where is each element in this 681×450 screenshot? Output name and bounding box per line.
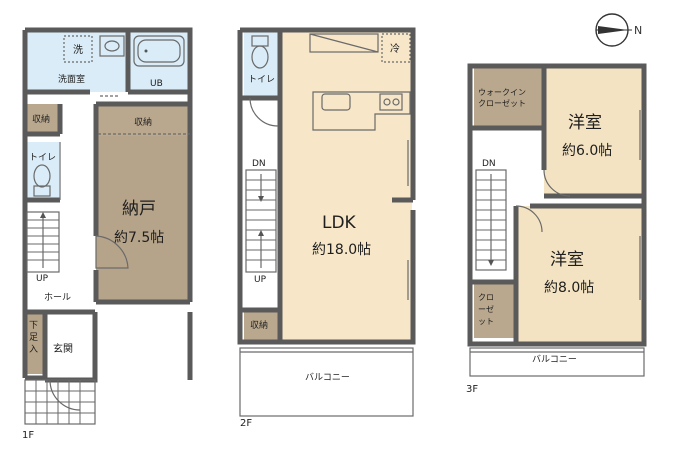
walk-in-closet-area [474,66,544,128]
storage-2f-label: 収納 [250,319,268,331]
toilet-1f-label: トイレ [29,153,56,163]
outer-wall-3f [467,63,647,347]
stairs-dn-label: DN [252,159,266,169]
floor-3: ウォークイン クローゼット 洋室 約6.0帖 DN 洋室 約8.0帖 クロ ーゼ… [466,63,647,395]
shoebox-label-3: 入 [29,344,38,355]
bathtub-icon [133,35,185,67]
shoebox-label-1: 下 [29,321,38,331]
room1-label: 洋室 [568,113,602,133]
stairs-up-label: UP [254,275,267,285]
floor-1-label: 1F [22,430,34,441]
unit-bath-label: UB [150,79,163,89]
balcony-2f [239,347,414,417]
storage-top-area [96,106,192,136]
hall-label: ホール [44,292,71,303]
cupboard [309,33,379,53]
sink-icon [99,35,125,57]
room1-area [544,66,642,196]
outer-wall-2f [237,27,416,345]
entrance-floor-hatch [24,379,96,425]
ldk-area-label: 約18.0帖 [312,242,371,258]
toilet-1f-area [25,142,59,200]
toilet-2f-label: トイレ [248,75,275,85]
closet-label-2: ーゼ [478,304,494,314]
balcony-3f-label: バルコニー [532,354,577,365]
fridge-space [381,33,411,63]
nando-door-swing [95,235,129,269]
stairs-1f-icon [26,211,60,273]
washer-space [63,35,93,63]
room1-area-label: 約6.0帖 [562,143,612,159]
compass-icon: N [595,13,642,47]
room2-area [516,206,642,344]
storage-small-label: 収納 [32,113,50,125]
ldk-label: LDK [322,213,357,233]
room2-area-label: 約8.0帖 [544,280,594,296]
wash-mark: 洗 [73,44,83,56]
fridge-label: 冷 [390,42,400,55]
stairs-up-label: UP [36,274,49,284]
walk-in-label-1: ウォークイン [478,88,526,97]
floor-2: 冷 トイレ DN UP LDK 約18.0帖 収納 バルコニー 2F [237,27,416,429]
ldk-area [280,30,412,340]
closet-3f-area [474,282,514,338]
nando-area-label: 約7.5帖 [114,230,164,246]
toilet-2f-area [244,30,278,98]
kitchen-sink-icon [321,93,351,111]
room2-label: 洋室 [550,250,584,270]
stairs-dn-label: DN [482,159,496,169]
stove-icon [379,93,403,111]
storage-top-label: 収納 [134,116,152,128]
storage-2f-area [244,310,278,340]
shoebox-label-2: 足 [29,332,38,343]
closet-label-3: ット [478,317,494,326]
balcony-2f-label: バルコニー [305,372,350,383]
closet-label-1: クロ [478,293,494,302]
outer-wall-1f [22,27,193,383]
kitchen-counter [312,91,411,131]
storage-small-area [25,104,59,132]
svg-text:N: N [634,24,642,37]
shoebox-area [25,312,43,374]
stairs-2f-icon [245,169,277,273]
floor-2-label: 2F [240,418,252,429]
floor-1: 洗 洗面室 UB 収納 収納 トイレ 納戸 約7.5帖 UP ホール 下 足 入… [22,27,193,441]
room1-door-swing [543,169,571,197]
toilet-icon [33,164,51,197]
balcony-3f [469,347,645,377]
stairs-3f-icon [475,169,507,271]
toilet-icon [251,35,269,69]
floor-3-label: 3F [466,384,478,395]
nando-label: 納戸 [122,199,156,219]
toilet-door-swing [249,97,279,127]
entrance-label: 玄関 [53,342,73,355]
nando-area [96,136,192,302]
walk-in-label-2: クローゼット [478,98,526,108]
room2-door-swing [515,205,543,233]
washroom-label: 洗面室 [58,73,85,85]
